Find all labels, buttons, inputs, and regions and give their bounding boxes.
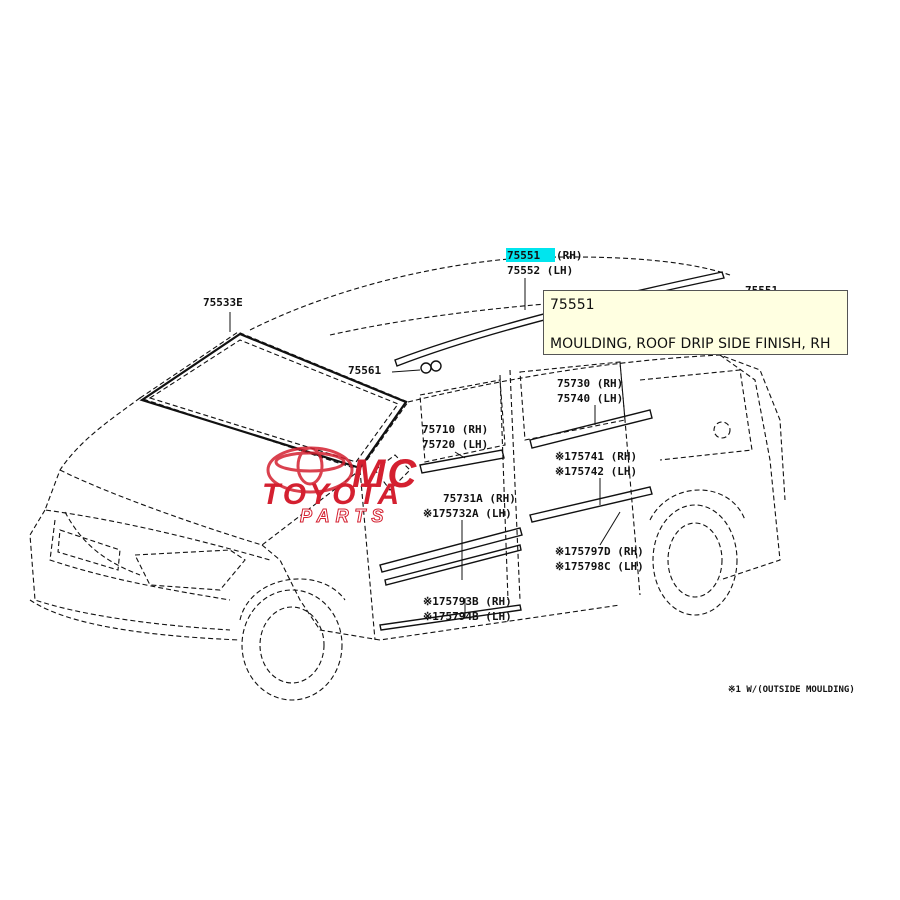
label-75551[interactable]: 75551 [507,249,540,262]
part-tooltip: 75551 MOULDING, ROOF DRIP SIDE FINISH, R… [543,290,848,355]
label-75732[interactable]: ※175732A (LH) [423,507,512,520]
label-75533[interactable]: 75533E [203,296,243,309]
label-75741[interactable]: ※175741 (RH) [555,450,637,463]
footnote: ※1 W/(OUTSIDE MOULDING) [728,685,855,695]
vehicle-outline [29,256,786,701]
toyota-logo-watermark [266,446,354,494]
watermark-mc: MC [352,452,419,496]
watermark-parts: PARTS [299,506,390,527]
label-75740[interactable]: 75740 (LH) [557,392,623,405]
watermark-toyota: TOYOTA [262,478,403,511]
label-75793[interactable]: ※175793B (RH) [423,595,512,608]
label-75720[interactable]: 75720 (LH) [422,438,488,451]
label-75551-side: (RH) [556,249,583,262]
label-75731[interactable]: 75731A (RH) [443,492,516,505]
label-75730[interactable]: 75730 (RH) [557,377,623,390]
label-75798[interactable]: ※175798C (LH) [555,560,644,573]
label-75561[interactable]: 75561 [348,364,381,377]
label-75794[interactable]: ※175794B (LH) [423,610,512,623]
highlight-box [506,248,555,262]
label-75742[interactable]: ※175742 (LH) [555,465,637,478]
leader-lines [229,278,621,618]
tooltip-description: MOULDING, ROOF DRIP SIDE FINISH, RH [550,336,831,352]
label-75552[interactable]: 75552 (LH) [507,264,573,277]
label-75710[interactable]: 75710 (RH) [422,423,488,436]
tooltip-part-number: 75551 [550,297,595,313]
label-75797[interactable]: ※175797D (RH) [555,545,644,558]
